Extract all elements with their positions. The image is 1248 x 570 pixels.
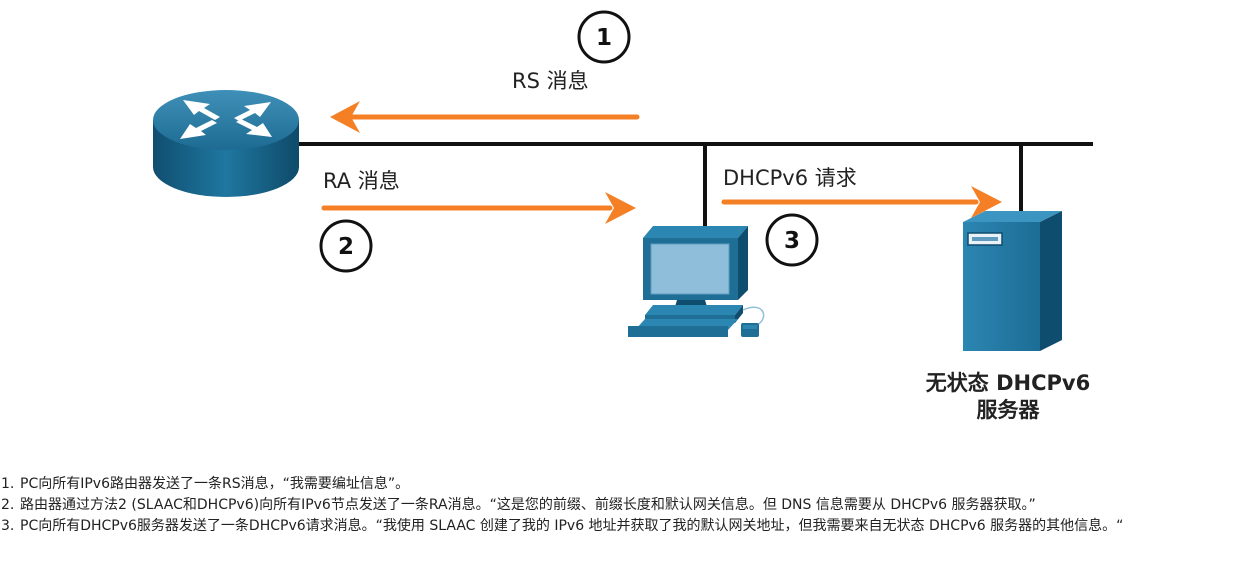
- ra-message-label: RA 消息: [323, 169, 400, 193]
- rs-message-label: RS 消息: [512, 69, 589, 93]
- step-notes: 1. PC向所有IPv6路由器发送了一条RS消息，“我需要编址信息”。 2. 路…: [0, 474, 1248, 537]
- step-number: 1: [596, 25, 612, 51]
- note-item-1: 1. PC向所有IPv6路由器发送了一条RS消息，“我需要编址信息”。: [0, 474, 1248, 495]
- note-text: PC向所有IPv6路由器发送了一条RS消息，“我需要编址信息”。: [20, 476, 410, 492]
- server-icon: [963, 211, 1062, 351]
- ra-arrow: [321, 192, 636, 224]
- dhcpv6-request-label: DHCPv6 请求: [723, 166, 857, 190]
- dhcpv6-request-arrow: [721, 186, 1002, 218]
- server-caption-line2: 服务器: [977, 398, 1041, 422]
- note-text: PC向所有DHCPv6服务器发送了一条DHCPv6请求消息。“我使用 SLAAC…: [20, 518, 1124, 534]
- note-text: 路由器通过方法2 (SLAAC和DHCPv6)向所有IPv6节点发送了一条RA消…: [20, 497, 1036, 513]
- step-number: 3: [784, 228, 800, 254]
- note-number: 2.: [1, 497, 15, 513]
- server-caption-line1: 无状态 DHCPv6: [926, 371, 1090, 395]
- step-number: 2: [338, 234, 354, 260]
- note-number: 1.: [1, 476, 15, 492]
- dhcpv6-diagram: RS 消息 RA 消息 DHCPv6 请求 1 2 3 无状态 DHCPv6 服…: [153, 10, 1093, 422]
- note-number: 3.: [1, 518, 15, 534]
- step-badge-3: 3: [765, 213, 819, 267]
- pc-icon: [628, 226, 765, 337]
- note-item-2: 2. 路由器通过方法2 (SLAAC和DHCPv6)向所有IPv6节点发送了一条…: [0, 495, 1248, 516]
- note-item-3: 3. PC向所有DHCPv6服务器发送了一条DHCPv6请求消息。“我使用 SL…: [0, 516, 1248, 537]
- router-icon: [153, 90, 299, 197]
- step-badge-2: 2: [319, 219, 373, 273]
- rs-arrow: [330, 101, 640, 133]
- step-badge-1: 1: [577, 10, 631, 64]
